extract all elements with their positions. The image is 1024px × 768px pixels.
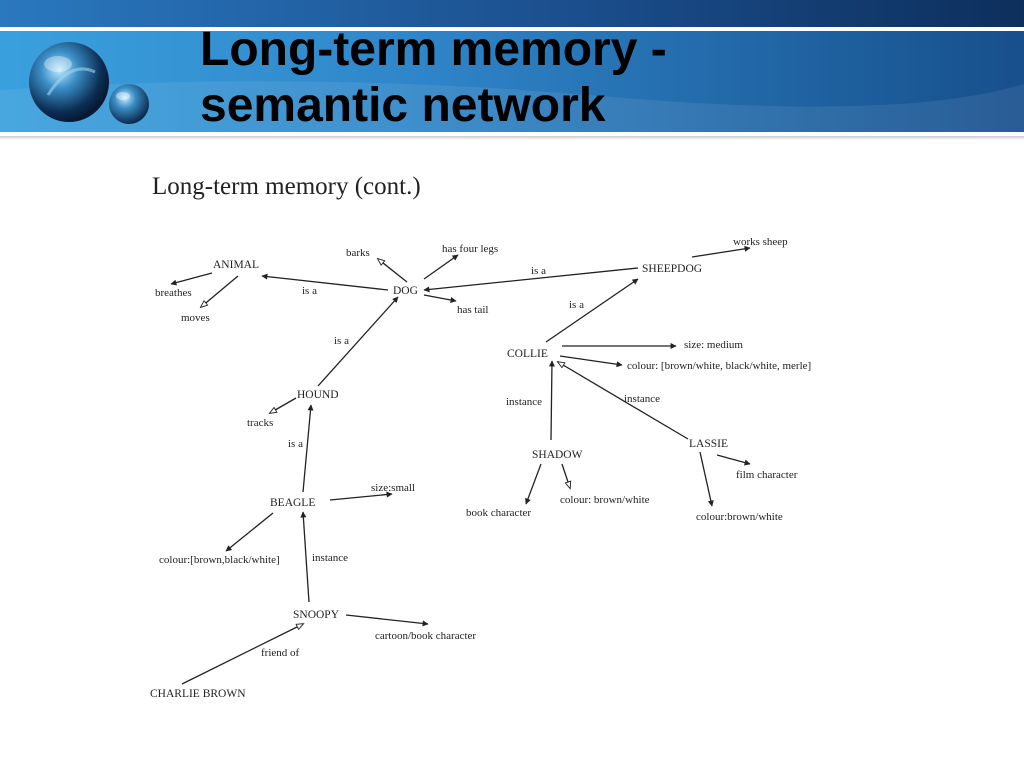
network-nodes: ANIMAL DOG SHEEPDOG COLLIE HOUND BEAGLE … [150,259,728,700]
attr-size-small: size:small [371,482,415,494]
edge-shadow-collie [548,360,555,441]
edge-dog-has-tail [423,294,457,303]
node-snoopy: SNOOPY [293,609,340,621]
edge-snoopy-cartoon [345,614,429,627]
edge-beagle-size-small [329,491,393,501]
edge-charlie-brown-snoopy [181,624,303,685]
edge-shadow-colour [561,463,570,488]
edge-lassie-collie [558,362,689,440]
node-beagle: BEAGLE [270,497,315,509]
node-lassie: LASSIE [689,438,728,450]
node-dog: DOG [393,285,418,297]
logo-orbs-icon [29,42,149,124]
attr-works-sheep: works sheep [733,236,788,248]
slide-title-line-1: Long-term memory - [200,23,667,76]
label-friend-of: friend of [261,647,300,659]
attr-tracks: tracks [247,417,273,429]
edge-hound-tracks [270,397,297,413]
edge-hound-dog [317,296,399,387]
label-instance-shadow-collie: instance [506,396,542,408]
attr-moves: moves [181,312,210,324]
slide-title-line-2: semantic network [200,79,606,132]
node-charlie-brown: CHARLIE BROWN [150,688,246,700]
label-is-a-hound-dog: is a [334,335,349,347]
slide-header: Long-term memory - semantic network [0,0,1024,140]
edge-beagle-hound [302,404,314,493]
attr-breathes: breathes [155,287,192,299]
attr-has-tail: has tail [457,304,488,316]
edge-beagle-colour [225,512,274,552]
edge-animal-breathes [170,272,213,286]
edge-shadow-book-character [525,463,542,505]
attr-colour-beagle: colour:[brown,black/white] [159,554,280,566]
node-animal: ANIMAL [213,259,259,271]
label-is-a-beagle-hound: is a [288,438,303,450]
node-hound: HOUND [297,389,339,401]
semantic-network-figure: Long-term memory (cont.) ANIMAL DOG SHEE… [150,173,811,700]
attr-film-character: film character [736,469,798,481]
edge-collie-colour [559,355,623,368]
edge-lassie-colour [699,451,714,507]
label-is-a-dog-animal: is a [302,285,317,297]
slide-title: Long-term memory - semantic network [200,22,667,134]
edge-dog-has-four-legs [423,254,459,280]
edge-sheepdog-works-sheep [691,245,751,258]
attr-size-medium: size: medium [684,339,743,351]
attr-has-four-legs: has four legs [442,243,498,255]
node-collie: COLLIE [507,348,548,360]
header-band [0,0,1024,140]
edge-animal-moves [201,275,239,307]
figure-title: Long-term memory (cont.) [152,173,421,200]
attr-colour-collie: colour: [brown/white, black/white, merle… [627,360,811,372]
network-relation-labels: is a is a is a is a is a instance friend… [261,265,660,659]
label-instance-snoopy-beagle: instance [312,552,348,564]
label-is-a-collie-sheepdog: is a [569,299,584,311]
edge-dog-barks [378,259,408,283]
node-shadow: SHADOW [532,449,583,461]
attr-barks: barks [346,247,370,259]
edge-lassie-film-character [716,454,751,466]
label-is-a-sheepdog-dog: is a [531,265,546,277]
attr-cartoon-book-character: cartoon/book character [375,630,476,642]
label-instance-lassie-collie: instance [624,393,660,405]
attr-colour-lassie: colour:brown/white [696,511,783,523]
network-edges [170,245,751,685]
edge-sheepdog-dog [423,267,639,293]
edge-dog-animal [261,273,389,291]
edge-snoopy-beagle [300,511,310,603]
attr-colour-shadow: colour: brown/white [560,494,650,506]
network-attributes: breathes moves barks has four legs has t… [155,236,811,642]
edge-collie-sheepdog [545,278,639,343]
node-sheepdog: SHEEPDOG [642,263,702,275]
attr-book-character: book character [466,507,531,519]
